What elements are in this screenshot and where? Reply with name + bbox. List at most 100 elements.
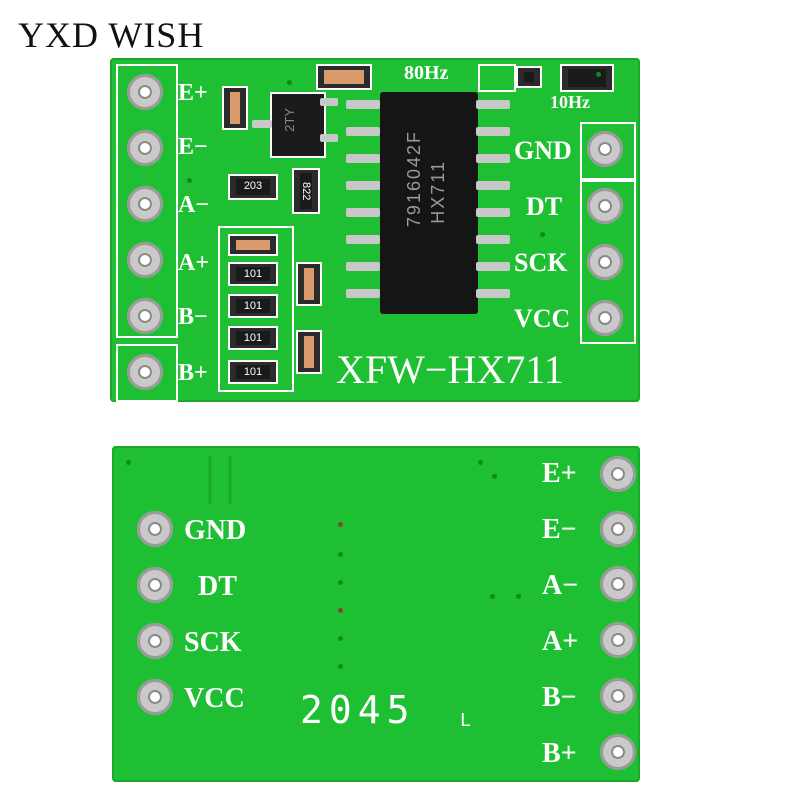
via bbox=[338, 552, 343, 557]
via bbox=[338, 522, 343, 527]
capacitor-80hz bbox=[316, 64, 372, 90]
label-a-plus-bottom: A+ bbox=[542, 626, 579, 657]
resistor-203: 203 bbox=[228, 174, 278, 200]
pad-vcc bbox=[587, 300, 623, 336]
via bbox=[338, 664, 343, 669]
pad-gnd-bottom bbox=[137, 511, 173, 547]
sot23-regulator bbox=[270, 92, 326, 158]
label-b-plus-bottom: B+ bbox=[542, 738, 577, 769]
pad-a-minus-bottom bbox=[600, 566, 636, 602]
via bbox=[596, 72, 601, 77]
capacitor bbox=[222, 86, 248, 130]
bottom-board bbox=[112, 446, 640, 782]
chip-pin bbox=[346, 262, 380, 271]
via bbox=[516, 594, 521, 599]
pad-b-minus bbox=[127, 298, 163, 334]
chip-marking-model: HX711 bbox=[428, 160, 448, 224]
sot-pin bbox=[252, 120, 272, 128]
label-gnd-bottom: GND bbox=[184, 515, 247, 546]
pad-sck bbox=[587, 244, 623, 280]
label-e-minus: E− bbox=[178, 134, 208, 160]
chip-pin bbox=[476, 127, 510, 136]
pad-a-minus bbox=[127, 186, 163, 222]
sot-pin bbox=[320, 134, 338, 142]
chip-marking-batch: 7916042F bbox=[404, 130, 424, 228]
via bbox=[540, 232, 545, 237]
left-header-frame bbox=[116, 64, 178, 338]
chip-pin bbox=[476, 208, 510, 217]
via bbox=[287, 80, 292, 85]
pad-dt bbox=[587, 188, 623, 224]
via bbox=[478, 460, 483, 465]
pad-e-minus-bottom bbox=[600, 511, 636, 547]
jumper-pad bbox=[516, 66, 542, 88]
chip-pin bbox=[346, 154, 380, 163]
chip-pin bbox=[346, 181, 380, 190]
sot-pin bbox=[320, 98, 338, 106]
trace-bottom bbox=[208, 456, 232, 504]
label-10hz: 10Hz bbox=[550, 92, 590, 112]
label-vcc: VCC bbox=[514, 304, 571, 333]
board-model-label: XFW−HX711 bbox=[336, 347, 564, 392]
label-a-minus: A− bbox=[178, 192, 210, 218]
right-header-frame-b bbox=[580, 180, 636, 344]
pad-a-plus bbox=[127, 242, 163, 278]
resistor-101: 101 bbox=[228, 262, 278, 286]
right-header-frame bbox=[580, 122, 636, 180]
label-e-plus: E+ bbox=[178, 80, 208, 106]
pad-vcc-bottom bbox=[137, 679, 173, 715]
chip-pin bbox=[346, 235, 380, 244]
pad-e-plus-bottom bbox=[600, 456, 636, 492]
pad-b-plus bbox=[127, 354, 163, 390]
label-a-minus-bottom: A− bbox=[542, 570, 579, 601]
chip-pin bbox=[346, 289, 380, 298]
pad-a-plus-bottom bbox=[600, 622, 636, 658]
label-b-minus-bottom: B− bbox=[542, 682, 577, 713]
resistor-101: 101 bbox=[228, 326, 278, 350]
left-header-frame-b bbox=[116, 344, 178, 402]
label-dt-bottom: DT bbox=[198, 571, 237, 602]
label-b-plus: B+ bbox=[178, 360, 208, 386]
date-code: 2045 bbox=[300, 688, 416, 732]
chip-pin bbox=[476, 289, 510, 298]
brand-watermark: YXD WISH bbox=[18, 15, 205, 55]
pad-e-minus bbox=[127, 130, 163, 166]
component-frame bbox=[218, 226, 294, 392]
via bbox=[338, 580, 343, 585]
label-b-minus: B− bbox=[178, 304, 208, 330]
via bbox=[490, 594, 495, 599]
label-dt: DT bbox=[526, 192, 563, 221]
jumper-10hz bbox=[560, 64, 614, 92]
capacitor bbox=[296, 330, 322, 374]
label-vcc-bottom: VCC bbox=[184, 683, 245, 714]
pad-b-minus-bottom bbox=[600, 678, 636, 714]
pad-gnd bbox=[587, 131, 623, 167]
pad-dt-bottom bbox=[137, 567, 173, 603]
chip-pin bbox=[476, 235, 510, 244]
pad-sck-bottom bbox=[137, 623, 173, 659]
chip-pin bbox=[476, 262, 510, 271]
label-a-plus: A+ bbox=[178, 250, 210, 276]
resistor-101: 101 bbox=[228, 360, 278, 384]
chip-pin bbox=[476, 100, 510, 109]
via bbox=[187, 178, 192, 183]
label-sck-bottom: SCK bbox=[184, 627, 242, 658]
via bbox=[126, 460, 131, 465]
label-80hz: 80Hz bbox=[404, 62, 449, 84]
capacitor bbox=[296, 262, 322, 306]
via bbox=[492, 474, 497, 479]
via bbox=[338, 636, 343, 641]
sot-marking: 2TY bbox=[282, 108, 297, 132]
chip-pin bbox=[476, 181, 510, 190]
date-code-suffix: L bbox=[460, 710, 471, 731]
pad-e-plus bbox=[127, 74, 163, 110]
hx711-chip bbox=[380, 92, 478, 314]
resistor-101: 101 bbox=[228, 294, 278, 318]
via bbox=[338, 608, 343, 613]
chip-pin bbox=[346, 127, 380, 136]
chip-pin bbox=[346, 100, 380, 109]
label-e-minus-bottom: E− bbox=[542, 514, 577, 545]
chip-pin bbox=[476, 154, 510, 163]
label-sck: SCK bbox=[514, 248, 568, 277]
label-gnd: GND bbox=[514, 136, 572, 165]
